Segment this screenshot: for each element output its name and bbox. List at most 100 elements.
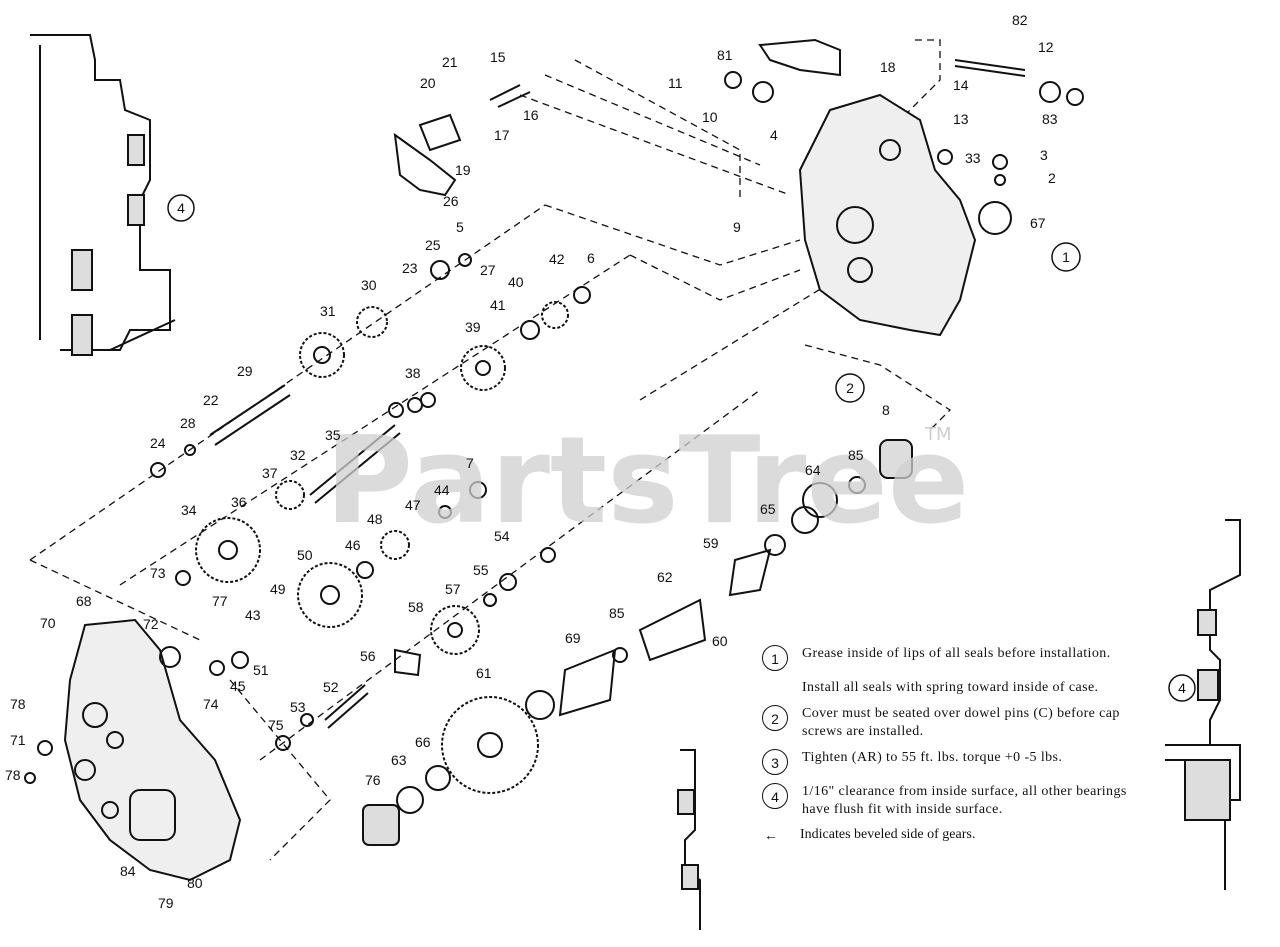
part-number-labels: 82 81 12 11 10 18 14 13 83 4 33 3 2 9 67… <box>5 12 1058 911</box>
part-label: 60 <box>712 633 728 649</box>
callout-2: 2 <box>846 380 854 396</box>
note-1: 1 Grease inside of lips of all seals bef… <box>762 645 1148 671</box>
part-label: 65 <box>760 501 776 517</box>
part-label: 83 <box>1042 111 1058 127</box>
part-label: 74 <box>203 696 219 712</box>
part-label: 32 <box>290 447 306 463</box>
part-label: 66 <box>415 734 431 750</box>
part-label: 8 <box>882 402 890 418</box>
part-label: 78 <box>5 767 21 783</box>
part-label: 51 <box>253 662 269 678</box>
part-label: 13 <box>953 111 969 127</box>
part-label: 55 <box>473 562 489 578</box>
part-label: 41 <box>490 297 506 313</box>
part-label: 59 <box>703 535 719 551</box>
gears <box>195 301 569 794</box>
part-label: 10 <box>702 109 718 125</box>
part-label: 40 <box>508 274 524 290</box>
shafts-and-bearings <box>24 38 1084 846</box>
part-label: 72 <box>143 616 159 632</box>
part-label: 57 <box>445 581 461 597</box>
part-label: 27 <box>480 262 496 278</box>
part-label: 76 <box>365 772 381 788</box>
part-label: 25 <box>425 237 441 253</box>
note-text: Grease inside of lips of all seals befor… <box>802 646 1111 661</box>
part-label: 19 <box>455 162 471 178</box>
gear-cover <box>63 618 242 882</box>
part-label: 44 <box>434 482 450 498</box>
part-label: 43 <box>245 607 261 623</box>
part-label: 80 <box>187 875 203 891</box>
part-label: 79 <box>158 895 174 911</box>
diagram-callouts: 4 1 2 4 <box>167 194 1196 702</box>
note-text: Tighten (AR) to 55 ft. lbs. torque +0 -5… <box>802 750 1063 765</box>
part-label: 36 <box>231 494 247 510</box>
callout-4-left: 4 <box>177 200 185 216</box>
part-label: 11 <box>668 75 683 91</box>
part-label: 28 <box>180 415 196 431</box>
note-3: 3 Tighten (AR) to 55 ft. lbs. torque +0 … <box>762 749 1148 775</box>
part-label: 70 <box>40 615 56 631</box>
part-label: 54 <box>494 528 510 544</box>
part-label: 3 <box>1040 147 1048 163</box>
part-label: 4 <box>770 127 778 143</box>
part-label: 33 <box>965 150 981 166</box>
part-label: 49 <box>270 581 286 597</box>
part-label: 7 <box>466 455 474 471</box>
note-2: 2 Cover must be seated over dowel pins (… <box>762 705 1148 741</box>
part-label: 56 <box>360 648 376 664</box>
watermark-tm: TM <box>924 424 952 445</box>
watermark-text: PartsTree <box>325 412 969 551</box>
part-label: 69 <box>565 630 581 646</box>
legend: ← Indicates beveled side of gears. <box>762 827 1148 843</box>
part-label: 22 <box>203 392 219 408</box>
part-label: 63 <box>391 752 407 768</box>
part-label: 31 <box>320 303 336 319</box>
callout-4-right: 4 <box>1178 680 1186 696</box>
main-housing <box>798 93 977 337</box>
part-label: 64 <box>805 462 821 478</box>
part-label: 20 <box>420 75 436 91</box>
part-label: 73 <box>150 565 166 581</box>
part-label: 37 <box>262 465 278 481</box>
note-text: Cover must be seated over dowel pins (C)… <box>802 706 1120 739</box>
part-label: 14 <box>953 77 969 93</box>
note-text: 1/16" clearance from inside surface, all… <box>802 784 1127 817</box>
part-label: 38 <box>405 365 421 381</box>
part-label: 85 <box>848 447 864 463</box>
right-section-view <box>1165 519 1241 890</box>
part-label: 48 <box>367 511 383 527</box>
part-label: 15 <box>490 49 506 65</box>
notes-panel: 1 Grease inside of lips of all seals bef… <box>762 645 1148 843</box>
note-number: 4 <box>762 783 788 809</box>
left-section-view <box>30 34 176 356</box>
part-label: 2 <box>1048 170 1056 186</box>
part-label: 21 <box>442 54 458 70</box>
part-label: 23 <box>402 260 418 276</box>
part-label: 18 <box>880 59 896 75</box>
note-1-extra: Install all seals with spring toward ins… <box>802 680 1099 695</box>
part-label: 6 <box>587 250 595 266</box>
part-label: 61 <box>476 665 492 681</box>
part-label: 42 <box>549 251 565 267</box>
part-label: 82 <box>1012 12 1028 28</box>
note-number: 1 <box>762 645 788 671</box>
part-label: 84 <box>120 863 136 879</box>
part-label: 16 <box>523 107 539 123</box>
part-label: 30 <box>361 277 377 293</box>
part-label: 68 <box>76 593 92 609</box>
part-label: 29 <box>237 363 253 379</box>
part-label: 46 <box>345 537 361 553</box>
part-label: 34 <box>181 502 197 518</box>
part-label: 39 <box>465 319 481 335</box>
part-label: 5 <box>456 219 464 235</box>
part-label: 53 <box>290 699 306 715</box>
part-label: 77 <box>212 593 228 609</box>
part-label: 12 <box>1038 39 1054 55</box>
part-label: 67 <box>1030 215 1046 231</box>
legend-text: Indicates beveled side of gears. <box>800 827 976 842</box>
arrow-left-icon: ← <box>764 827 778 843</box>
part-label: 58 <box>408 599 424 615</box>
note-number: 2 <box>762 705 788 731</box>
